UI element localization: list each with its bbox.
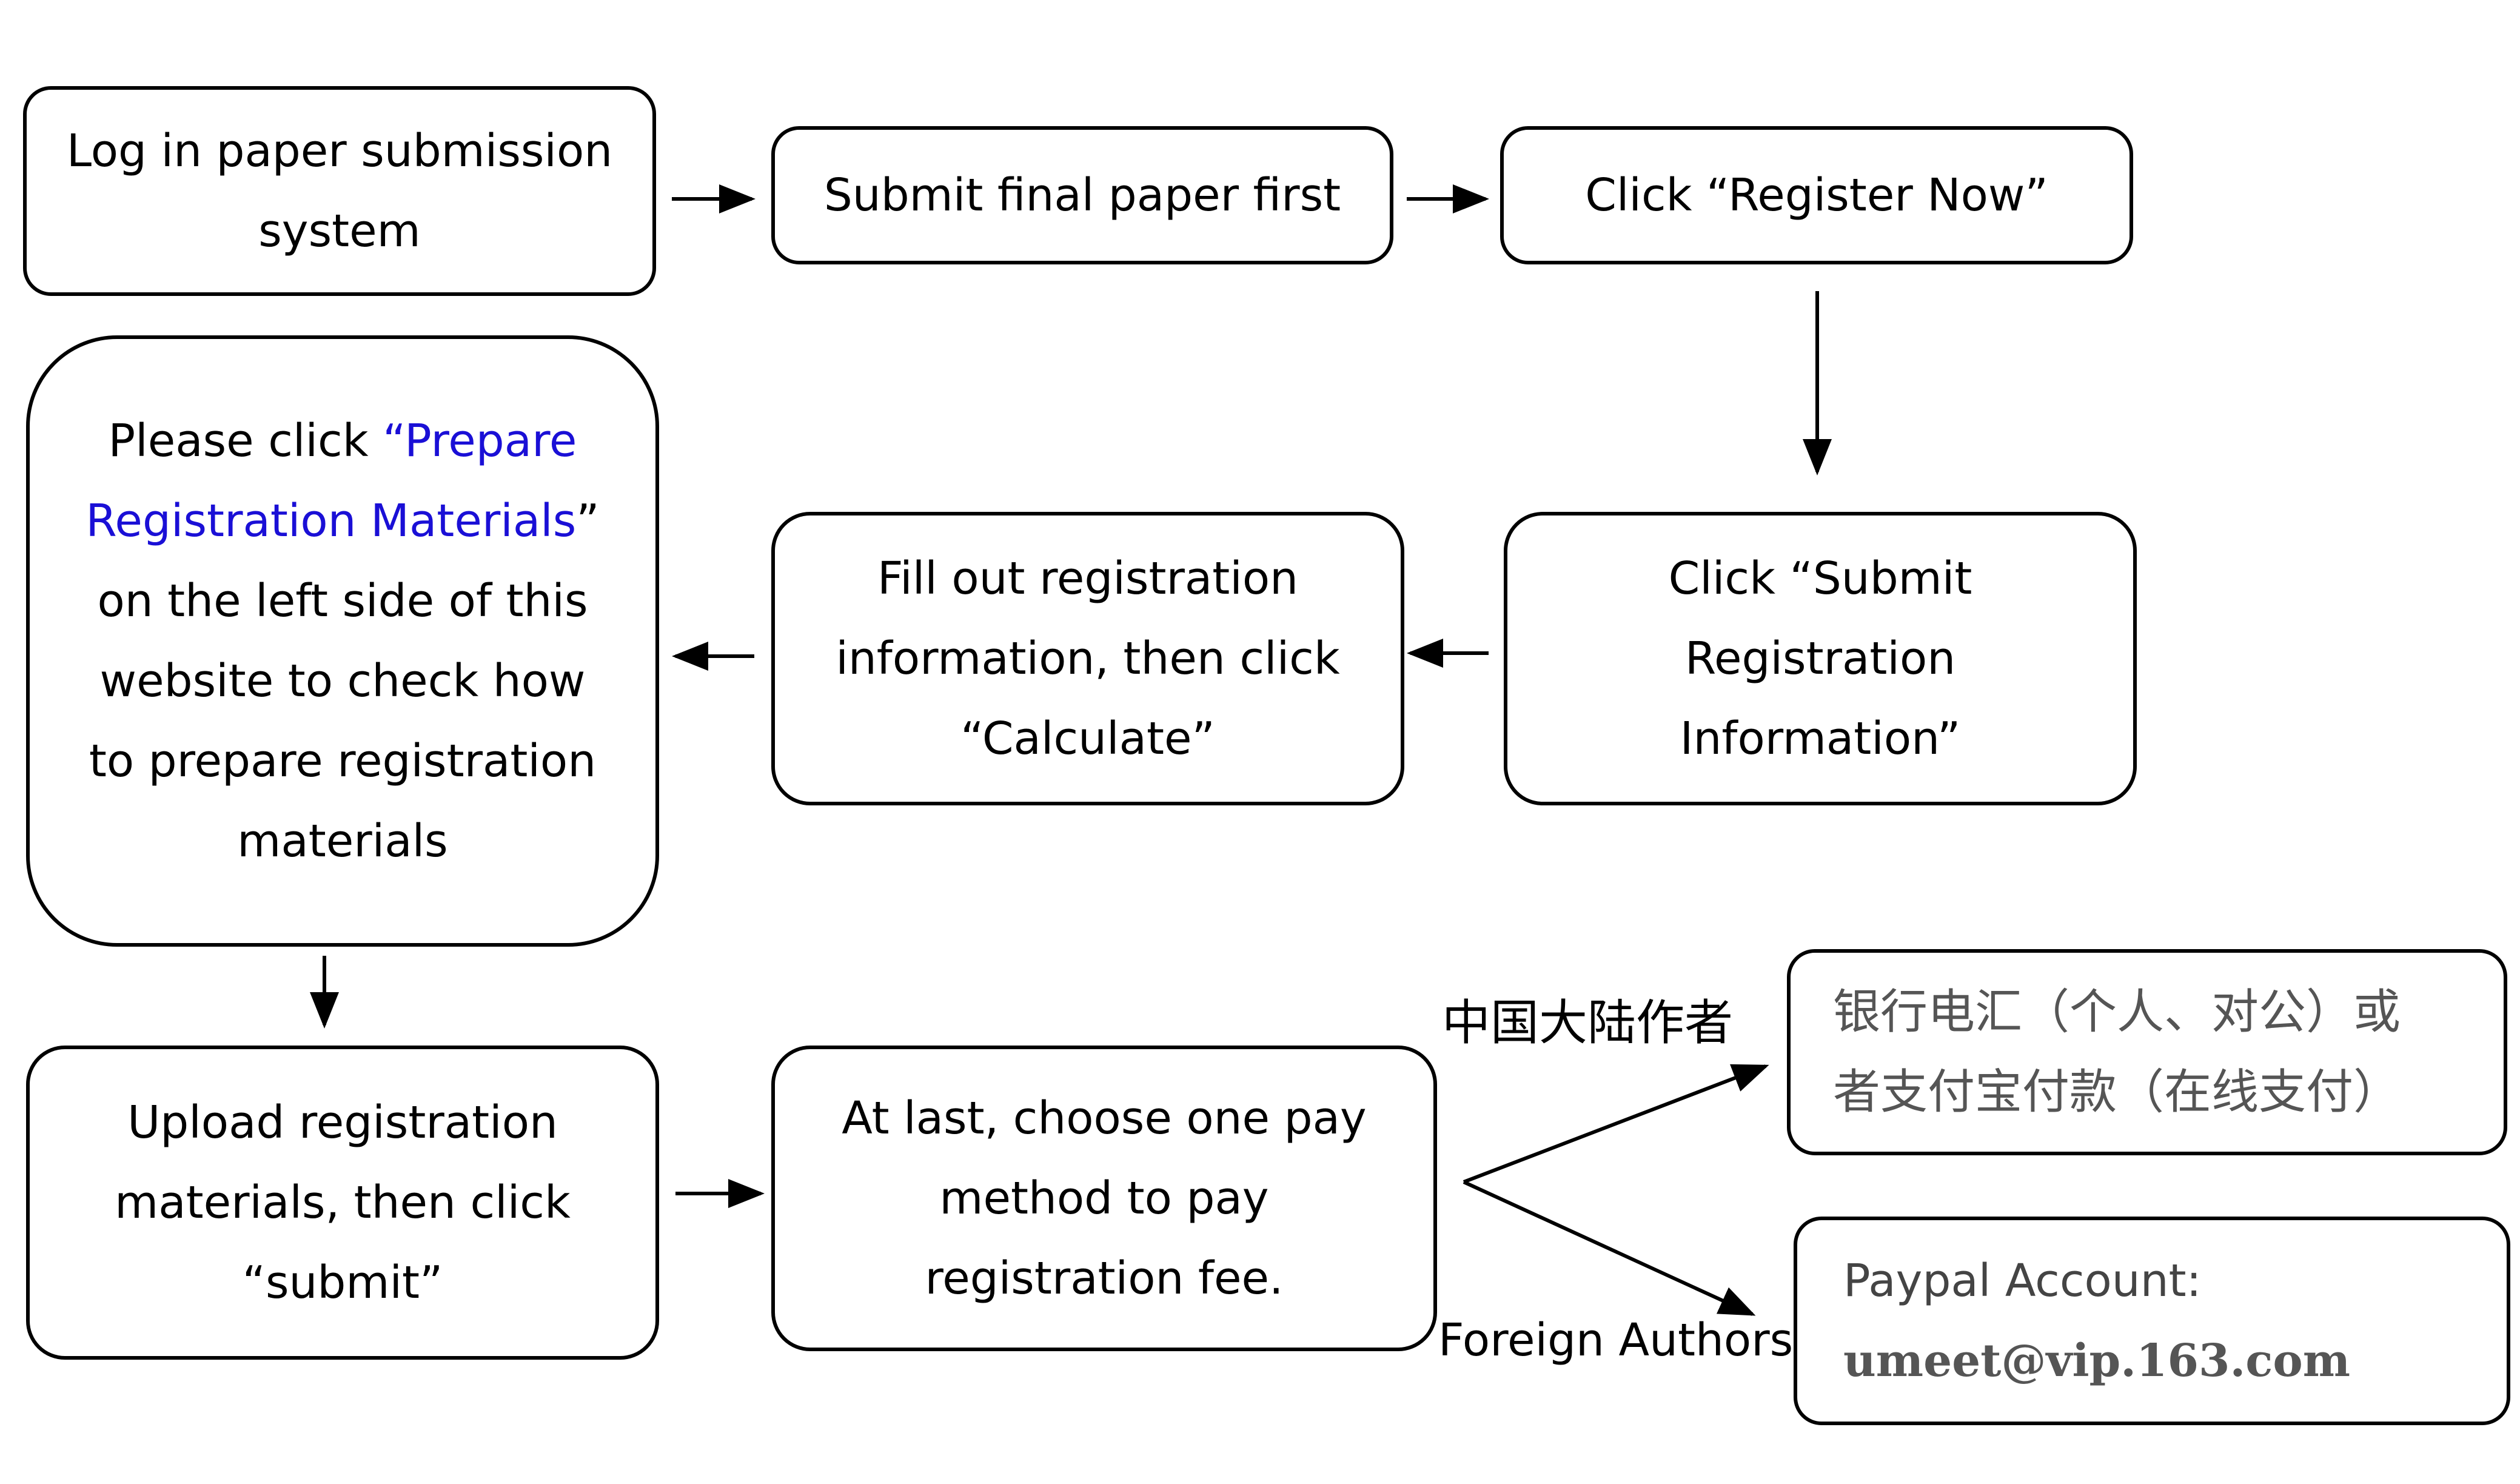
step-pay-method-text-2: method to pay bbox=[939, 1172, 1269, 1224]
step-upload-text-1: Upload registration bbox=[127, 1096, 558, 1149]
step-prepare-text-5: to prepare registration bbox=[89, 735, 597, 787]
step-prepare-text-4: website to check how bbox=[99, 655, 586, 707]
step-fill-out-text-1: Fill out registration bbox=[877, 552, 1299, 605]
step-prepare-text-3: on the left side of this bbox=[97, 575, 588, 627]
step-fill-out-text-3: “Calculate” bbox=[960, 713, 1215, 765]
step-pay-method-text-3: registration fee. bbox=[925, 1252, 1284, 1304]
paypal-payment-box: Paypal Account: umeet@vip.163.com bbox=[1794, 1217, 2510, 1425]
step-login-text-2: system bbox=[258, 205, 421, 257]
prepare-registration-materials-link-2[interactable]: Registration Materials bbox=[85, 495, 577, 547]
arrow-pay-to-foreign-branch bbox=[1463, 1180, 1756, 1316]
step-prepare-text-6: materials bbox=[237, 815, 448, 867]
step-upload-box: Upload registration materials, then clic… bbox=[26, 1046, 659, 1360]
step-login-box: Log in paper submission system bbox=[23, 86, 656, 296]
step-submit-registration-text-3: Information” bbox=[1680, 713, 1961, 765]
step-prepare-box: Please click “Prepare Registration Mater… bbox=[26, 335, 659, 947]
china-payment-text-1: 银行电汇（个人、对公）或 bbox=[1833, 985, 2401, 1039]
step-prepare-quote-close: ” bbox=[576, 495, 600, 547]
paypal-account-label: Paypal Account: bbox=[1843, 1255, 2202, 1307]
step-register-now-box: Click “Register Now” bbox=[1500, 126, 2133, 264]
step-upload-text-3: “submit” bbox=[242, 1257, 443, 1309]
china-payment-text-2: 者支付宝付款（在线支付） bbox=[1833, 1065, 2401, 1120]
china-payment-box: 银行电汇（个人、对公）或 者支付宝付款（在线支付） bbox=[1787, 949, 2507, 1155]
branch-label-foreign: Foreign Authors bbox=[1438, 1314, 1794, 1366]
step-pay-method-box: At last, choose one pay method to pay re… bbox=[771, 1046, 1437, 1351]
step-prepare-text-1: Please click bbox=[108, 415, 383, 467]
step-login-text-1: Log in paper submission bbox=[66, 125, 613, 177]
step-register-now-text: Click “Register Now” bbox=[1585, 169, 2048, 221]
step-submit-paper-text: Submit final paper first bbox=[823, 169, 1341, 221]
step-upload-text-2: materials, then click bbox=[115, 1177, 571, 1229]
step-submit-paper-box: Submit final paper first bbox=[771, 126, 1393, 264]
paypal-account-value: umeet@vip.163.com bbox=[1843, 1335, 2351, 1387]
branch-label-china: 中国大陆作者 bbox=[1442, 995, 1733, 1051]
step-submit-registration-box: Click “Submit Registration Information” bbox=[1504, 512, 2137, 805]
step-fill-out-box: Fill out registration information, then … bbox=[771, 512, 1404, 805]
step-submit-registration-text-1: Click “Submit bbox=[1668, 552, 1972, 605]
step-pay-method-text-1: At last, choose one pay bbox=[842, 1092, 1367, 1144]
step-submit-registration-text-2: Registration bbox=[1684, 633, 1956, 685]
step-fill-out-text-2: information, then click bbox=[836, 633, 1340, 685]
arrow-pay-to-china-branch bbox=[1463, 1064, 1769, 1184]
prepare-registration-materials-link-1[interactable]: “Prepare bbox=[383, 415, 577, 467]
